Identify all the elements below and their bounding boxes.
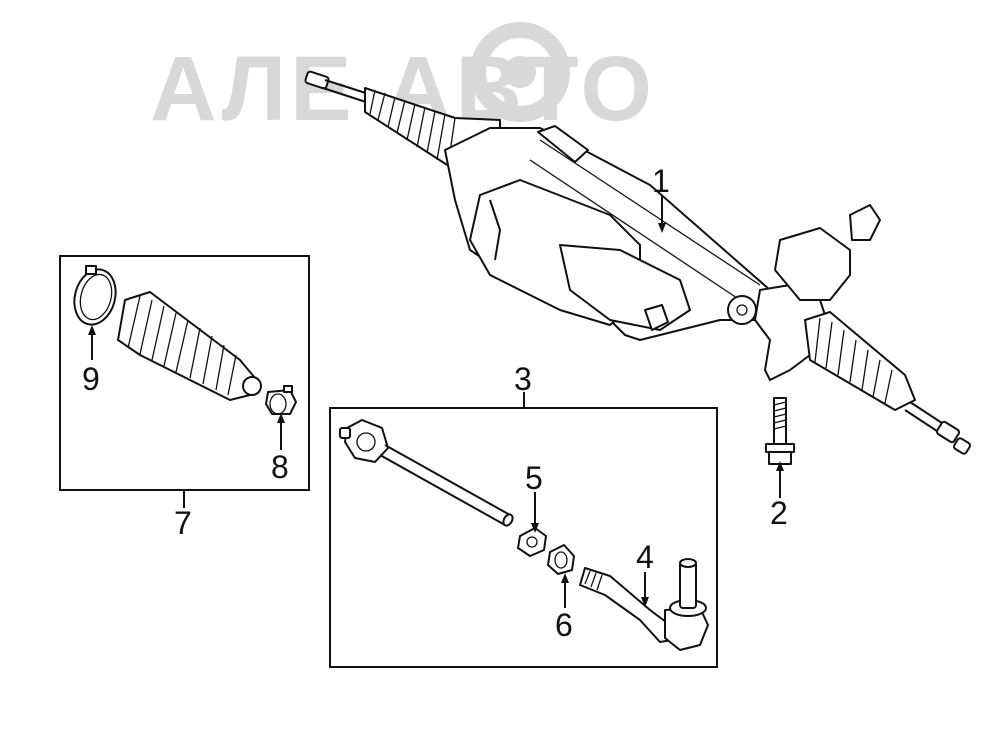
callout-5: 5 xyxy=(525,460,543,496)
sleeve xyxy=(547,544,575,575)
steering-rack xyxy=(304,70,971,455)
rack-boot xyxy=(117,291,262,401)
outer-tie-rod-end xyxy=(579,558,709,651)
callout-2: 2 xyxy=(770,495,788,531)
rack-pinion-housing xyxy=(727,204,881,381)
callout-9: 9 xyxy=(82,361,100,397)
gear-icon xyxy=(470,22,570,122)
inner-tie-rod xyxy=(339,419,514,527)
tie-rod-kit-box xyxy=(329,407,718,668)
callout-3: 3 xyxy=(514,361,532,397)
small-boot-clamp xyxy=(265,385,297,415)
boot-clamp-ring xyxy=(73,265,117,326)
rack-right-bellows xyxy=(804,311,916,411)
callout-8: 8 xyxy=(271,449,289,485)
callout-7: 7 xyxy=(174,505,192,541)
leader-lines xyxy=(88,196,784,608)
callout-4: 4 xyxy=(636,539,654,575)
callout-1: 1 xyxy=(652,163,670,199)
rack-right-shaft xyxy=(904,401,971,455)
jam-nut xyxy=(517,527,547,557)
rack-housing xyxy=(444,125,781,341)
callout-6: 6 xyxy=(555,607,573,643)
callout-numbers: 1 2 3 4 5 6 7 8 9 xyxy=(82,163,788,643)
mounting-bolt xyxy=(765,397,795,465)
